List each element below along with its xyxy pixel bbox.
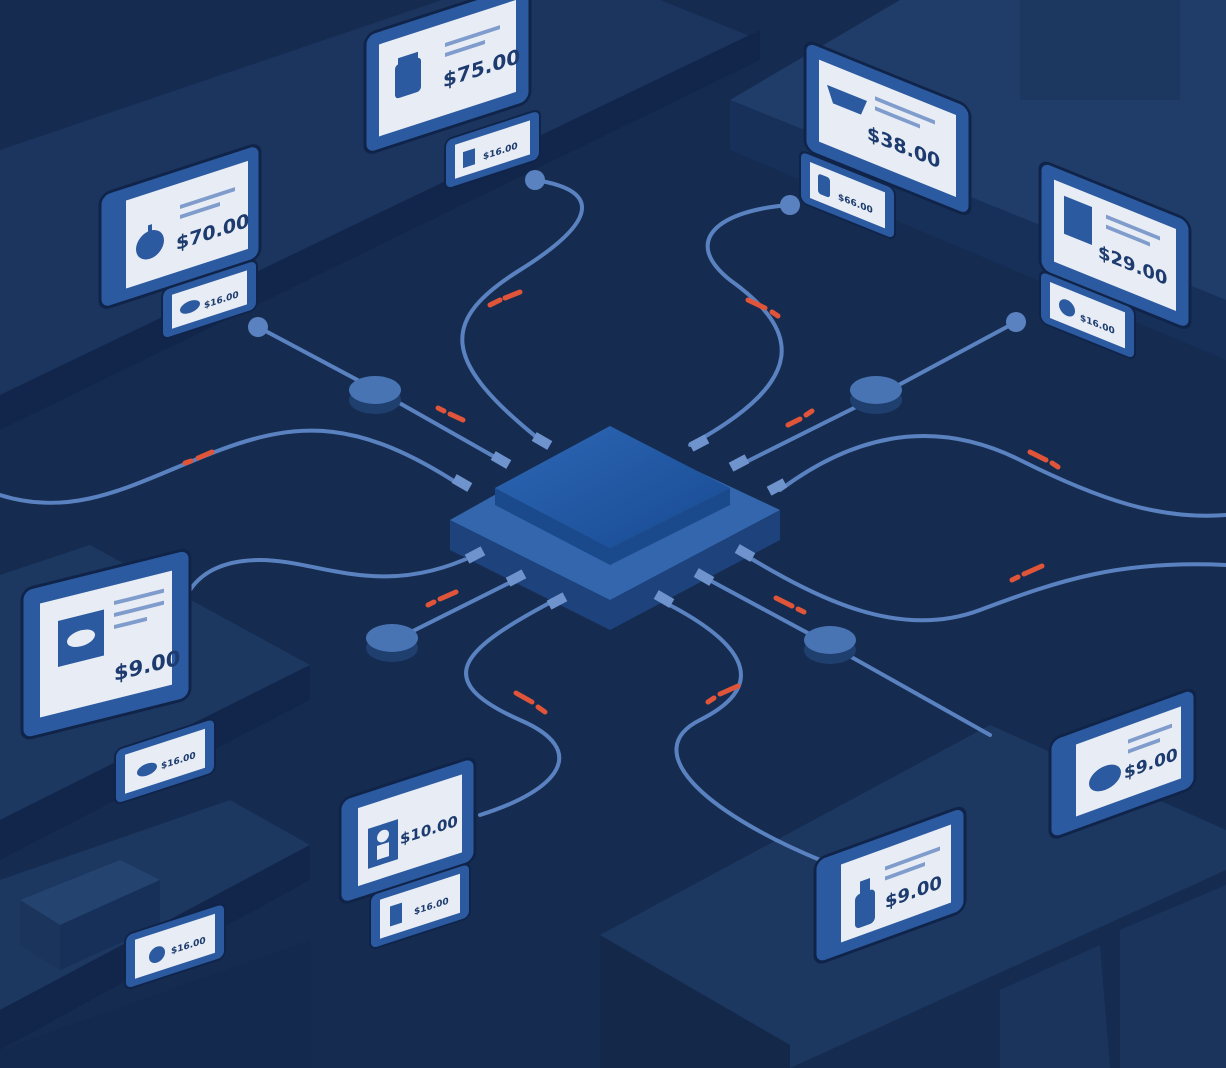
price-tag-small: $16.00 [114, 718, 216, 805]
bowl-icon [827, 84, 867, 115]
price-tag-small: $16.00 [161, 259, 258, 340]
bottle-icon [855, 877, 875, 928]
cable-far-right [778, 434, 1226, 518]
cable-far-left [0, 428, 462, 505]
person-icon [368, 819, 398, 869]
price-tag-small: $16.00 [444, 109, 541, 190]
cable-end-node [248, 317, 268, 337]
crate-left-side [60, 880, 160, 970]
splitters [248, 170, 1026, 664]
crate-left-front [20, 900, 60, 970]
column-top-right [1020, 0, 1180, 100]
apple-icon [1059, 299, 1075, 317]
price-tag-small: $16.00 [124, 903, 226, 990]
splitter-node [804, 626, 856, 664]
box-icon [390, 902, 402, 927]
splitter-node [349, 376, 401, 414]
hub-base-side [450, 510, 780, 630]
box-icon [1064, 195, 1092, 246]
price-tag-small: $16.00 [1039, 271, 1136, 360]
cable-right-low [743, 553, 1226, 623]
counter-box-2 [1120, 885, 1226, 1068]
hub-connectors [451, 432, 788, 610]
fish-icon [58, 609, 104, 668]
splitter-node [850, 376, 902, 414]
price-tag-small: $16.00 [369, 863, 471, 950]
cable-top [460, 178, 584, 442]
price-tag-large: $9.00 [20, 548, 192, 740]
cable-end-node [1006, 312, 1026, 332]
cloud-icon [137, 762, 157, 777]
apple-icon [136, 224, 164, 260]
hub-chip-top [495, 426, 730, 548]
signal-dashes [182, 289, 1061, 715]
price-tag-small: $66.00 [799, 151, 896, 240]
apple-icon [149, 946, 165, 964]
cable-left-mid [188, 553, 477, 592]
price-tag-large: $9.00 [813, 806, 967, 964]
cable-end-node [525, 170, 545, 190]
central-hub [450, 426, 788, 630]
hub-chip-side [495, 488, 730, 565]
bottle-icon [818, 174, 830, 198]
cable-bottom [658, 598, 822, 862]
counter-bottom-right-front [600, 935, 790, 1068]
large-price-tags: $75.00 $70.00 $38.00 [20, 0, 1197, 964]
price-tag-large: $38.00 [803, 41, 972, 216]
price-tag-large: $10.00 [338, 757, 477, 904]
cable-left-low [393, 578, 517, 642]
cable-end-node [780, 195, 800, 215]
jar-icon [463, 148, 475, 169]
potato-icon [1089, 764, 1121, 792]
splitter-node [366, 624, 418, 662]
cable-bottom-left [464, 598, 562, 817]
price-tag-large: $29.00 [1038, 161, 1192, 329]
fish-icon [180, 300, 200, 314]
shelf-left-bottom [0, 940, 310, 1068]
jar-icon [395, 51, 421, 99]
counter-box-1 [1000, 945, 1110, 1068]
price-tag-large: $9.00 [1048, 688, 1197, 839]
crate-left [20, 860, 160, 925]
cable-top-right [688, 203, 792, 447]
small-price-tags: $16.00 $16.00 $66.00 $16.00 $16.00 [114, 109, 1136, 990]
price-tag-large: $75.00 [363, 0, 532, 154]
cables [0, 178, 1226, 862]
